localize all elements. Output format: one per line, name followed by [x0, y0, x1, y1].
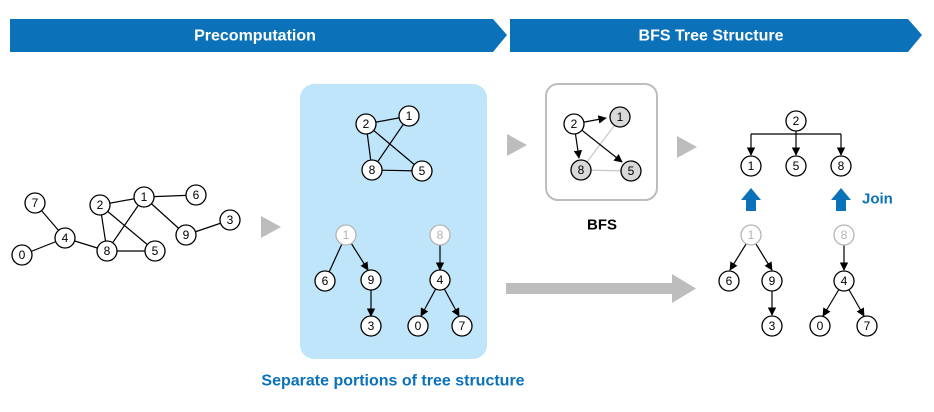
svg-text:7: 7	[459, 319, 466, 333]
graph-node: 8	[96, 240, 118, 262]
svg-text:4: 4	[62, 231, 69, 245]
svg-text:2: 2	[97, 198, 104, 212]
graph-node-faded: 8	[833, 224, 855, 246]
bfs-label: BFS	[587, 217, 617, 234]
graph-node: 4	[833, 270, 855, 292]
join-arrow-left	[741, 188, 761, 211]
svg-text:6: 6	[726, 274, 733, 288]
svg-text:1: 1	[617, 110, 624, 124]
svg-text:4: 4	[437, 273, 444, 287]
graph-node: 2	[785, 110, 807, 132]
graph-node-visited: 1	[609, 106, 631, 128]
svg-text:0: 0	[817, 319, 824, 333]
graph-node: 5	[785, 155, 807, 177]
graph-node: 0	[809, 315, 831, 337]
svg-text:3: 3	[769, 319, 776, 333]
svg-text:0: 0	[19, 248, 26, 262]
svg-text:1: 1	[406, 109, 413, 123]
banner-precomputation	[10, 19, 507, 52]
svg-text:1: 1	[748, 228, 755, 242]
graph-node: 7	[856, 315, 878, 337]
graph-node: 8	[830, 155, 852, 177]
graph-node: 1	[133, 186, 155, 208]
graph-node: 5	[411, 160, 433, 182]
graph-node: 2	[89, 194, 111, 216]
bfs-tree-top	[746, 122, 846, 156]
svg-text:8: 8	[437, 228, 444, 242]
svg-text:7: 7	[864, 319, 871, 333]
graph-node: 2	[355, 113, 377, 135]
svg-text:1: 1	[748, 159, 755, 173]
graph-node: 2	[563, 113, 585, 135]
graph-node: 3	[761, 315, 783, 337]
graph-node: 0	[407, 315, 429, 337]
join-arrow-right	[831, 188, 851, 211]
graph-node: 9	[761, 270, 783, 292]
svg-text:6: 6	[322, 274, 329, 288]
graph-node: 6	[185, 184, 207, 206]
svg-text:3: 3	[227, 213, 234, 227]
svg-text:0: 0	[415, 319, 422, 333]
graph-node: 4	[54, 227, 76, 249]
svg-text:2: 2	[571, 117, 578, 131]
svg-text:8: 8	[838, 159, 845, 173]
graph-node: 6	[314, 270, 336, 292]
svg-text:7: 7	[32, 196, 39, 210]
graph-node-faded: 1	[335, 224, 357, 246]
svg-text:1: 1	[343, 228, 350, 242]
graph-node: 0	[11, 244, 33, 266]
graph-node-visited: 5	[620, 160, 642, 182]
svg-text:8: 8	[369, 163, 376, 177]
flow-arrow-to-panel	[261, 216, 281, 238]
graph-node: 3	[360, 315, 382, 337]
graph-node: 9	[175, 224, 197, 246]
svg-text:9: 9	[183, 228, 190, 242]
flow-arrow-to-bfs	[507, 134, 527, 156]
svg-text:5: 5	[152, 244, 159, 258]
svg-text:9: 9	[368, 273, 375, 287]
svg-text:3: 3	[368, 319, 375, 333]
graph-node: 7	[451, 315, 473, 337]
graph-node: 1	[740, 155, 762, 177]
separate-portions-caption: Separate portions of tree structure	[261, 373, 524, 390]
long-gray-arrow	[506, 274, 696, 303]
svg-text:5: 5	[628, 164, 635, 178]
svg-text:9: 9	[769, 274, 776, 288]
graph-node-faded: 8	[429, 224, 451, 246]
graph-node: 4	[429, 269, 451, 291]
join-label: Join	[862, 191, 893, 208]
svg-text:6: 6	[193, 188, 200, 202]
graph-node: 6	[718, 270, 740, 292]
svg-text:2: 2	[793, 114, 800, 128]
banner-precomputation-label: Precomputation	[194, 28, 316, 45]
svg-text:2: 2	[363, 117, 370, 131]
graph-node: 7	[24, 192, 46, 214]
graph-node: 1	[398, 105, 420, 127]
svg-text:8: 8	[841, 228, 848, 242]
graph-node-faded: 1	[740, 224, 762, 246]
flow-arrow-to-tree	[677, 136, 697, 158]
svg-text:4: 4	[841, 274, 848, 288]
svg-text:8: 8	[104, 244, 111, 258]
svg-text:8: 8	[578, 163, 585, 177]
svg-text:1: 1	[141, 190, 148, 204]
banner-bfs-tree-structure	[510, 19, 922, 52]
svg-text:5: 5	[793, 159, 800, 173]
graph-node-visited: 8	[570, 159, 592, 181]
graph-node: 3	[219, 209, 241, 231]
svg-text:5: 5	[419, 164, 426, 178]
graph-node: 5	[144, 240, 166, 262]
graph-node: 9	[360, 269, 382, 291]
banner-bfs-tree-structure-label: BFS Tree Structure	[639, 28, 784, 45]
graph-node: 8	[361, 159, 383, 181]
